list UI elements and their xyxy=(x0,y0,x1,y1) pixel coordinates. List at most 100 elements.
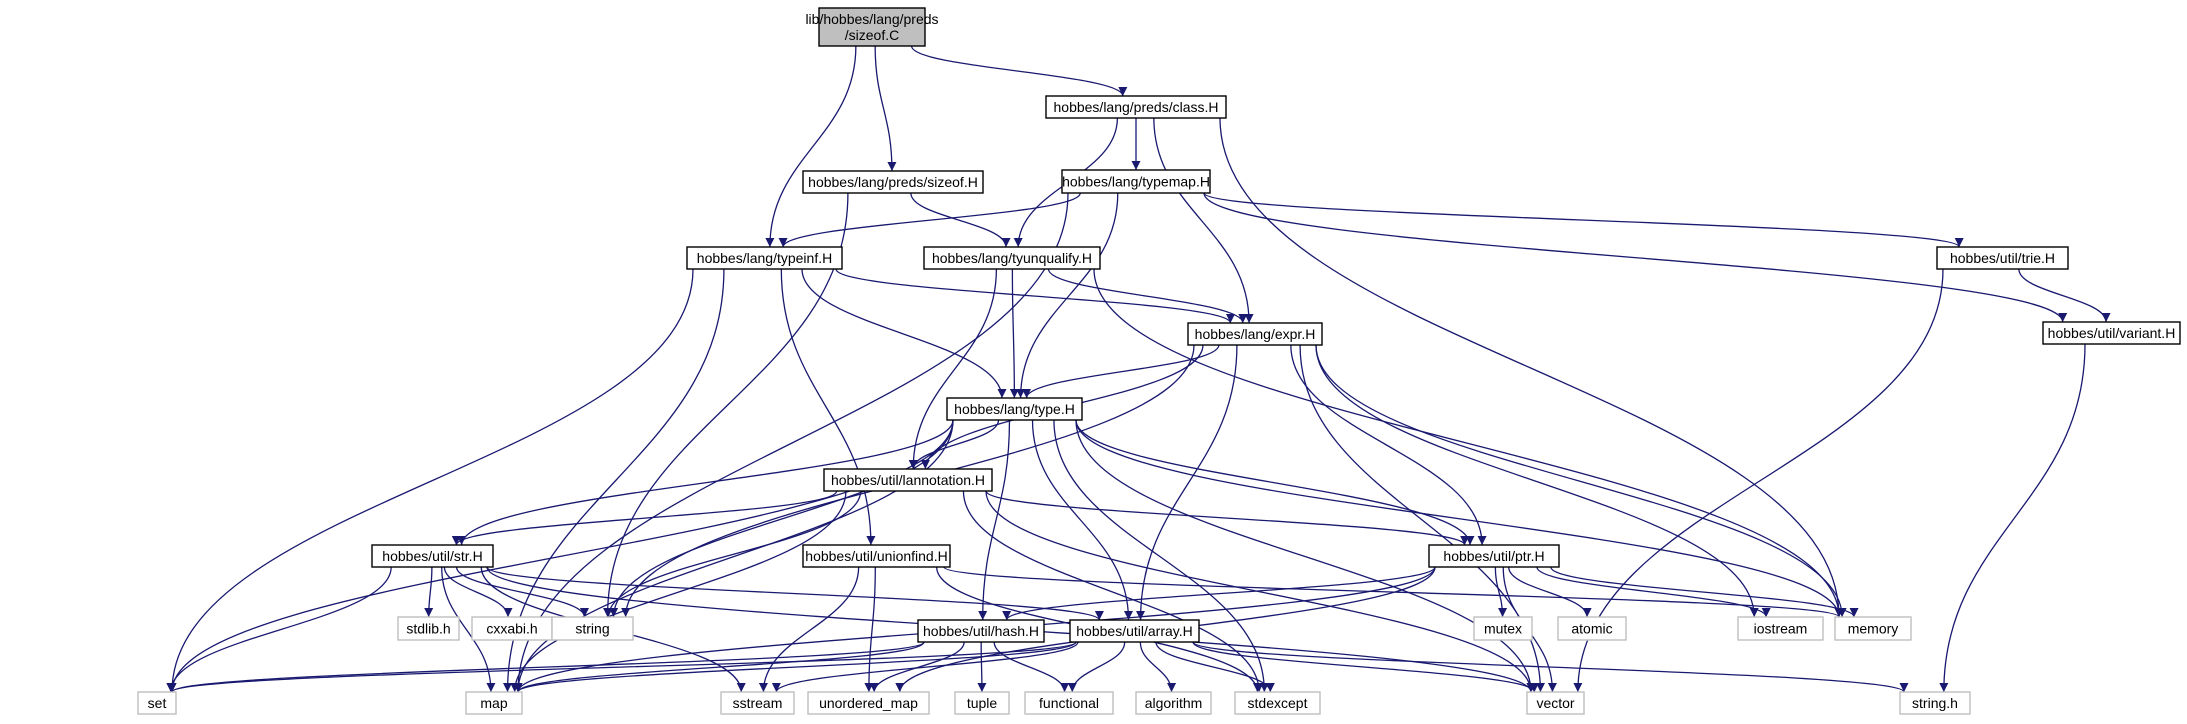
node-box xyxy=(954,691,1010,715)
edge-uf-to-sstream xyxy=(758,566,860,693)
edge-typeinf-to-type xyxy=(801,268,1007,399)
node-hobbes-util-hash-h[interactable]: hobbes/util/hash.H xyxy=(917,619,1045,643)
edge-class-to-expr xyxy=(1153,117,1254,324)
edge-ptr-to-iostream xyxy=(1536,566,1771,618)
node-label: hobbes/util/unionfind.H xyxy=(805,548,947,564)
edge-str-to-array xyxy=(486,566,1104,621)
edge-variant-to-stringh xyxy=(1939,343,2086,693)
edge-ptr-to-memory xyxy=(1550,566,1859,618)
edge-hash-to-set xyxy=(167,641,925,693)
node-box xyxy=(371,544,494,568)
node-hobbes-lang-preds-sizeof-h[interactable]: hobbes/lang/preds/sizeof.H xyxy=(802,170,984,194)
node-hobbes-lang-typemap-h[interactable]: hobbes/lang/typemap.H xyxy=(1061,169,1211,194)
edge-str-to-set xyxy=(166,566,392,693)
node-label: hobbes/util/str.H xyxy=(382,548,482,564)
node-label: set xyxy=(148,695,167,711)
edge-str-to-stdlib xyxy=(424,566,434,618)
node-hobbes-lang-preds-class-h[interactable]: hobbes/lang/preds/class.H xyxy=(1045,95,1227,119)
edge-type-to-array xyxy=(1031,419,1134,621)
node-hobbes-lang-typeinf-h[interactable]: hobbes/lang/typeinf.H xyxy=(686,246,843,270)
node-algorithm: algorithm xyxy=(1135,691,1212,715)
edge-type-to-hash xyxy=(978,419,1011,621)
node-box xyxy=(1526,691,1585,715)
node-label: vector xyxy=(1536,695,1574,711)
edge-typeinf-to-set xyxy=(167,268,694,693)
edge-expr-to-array xyxy=(1135,344,1238,621)
edge-typemap-to-trie xyxy=(1203,192,1964,248)
node-label: hobbes/lang/preds/sizeof.H xyxy=(808,174,978,190)
node-box xyxy=(1936,246,2069,270)
edge-expr-to-iostream xyxy=(1315,344,1759,618)
node-hobbes-util-lannotation-h[interactable]: hobbes/util/lannotation.H xyxy=(823,468,993,492)
node-hobbes-lang-type-h[interactable]: hobbes/lang/type.H xyxy=(946,397,1083,421)
edge-type-to-lann xyxy=(908,419,1000,470)
node-iostream: iostream xyxy=(1737,616,1824,641)
node-label: unordered_map xyxy=(819,695,918,711)
node-box xyxy=(686,246,843,270)
node-label: mutex xyxy=(1484,621,1522,637)
node-box xyxy=(923,246,1101,270)
edge-expr-to-memory xyxy=(1315,344,1847,618)
edge-tyunq-to-type xyxy=(1009,268,1019,399)
node-box xyxy=(2042,321,2181,345)
node-label: sstream xyxy=(733,695,783,711)
node-label: string xyxy=(575,621,609,637)
node-label: iostream xyxy=(1754,621,1808,637)
node-hobbes-util-str-h[interactable]: hobbes/util/str.H xyxy=(371,544,494,568)
node-label: hobbes/util/variant.H xyxy=(2048,325,2176,341)
node-box xyxy=(1557,616,1627,641)
node-stdexcept: stdexcept xyxy=(1234,691,1321,715)
edge-hash-to-map xyxy=(513,641,925,693)
node-hobbes-util-variant-h[interactable]: hobbes/util/variant.H xyxy=(2042,321,2181,345)
node-label: hobbes/lang/typemap.H xyxy=(1062,174,1210,190)
node-hobbes-util-trie-h[interactable]: hobbes/util/trie.H xyxy=(1936,246,2069,270)
edge-class-to-memory xyxy=(1219,117,1844,618)
node-label: string.h xyxy=(1912,695,1958,711)
node-box xyxy=(551,616,634,641)
node-label: hobbes/util/hash.H xyxy=(923,623,1039,639)
node-box xyxy=(1428,544,1560,568)
edge-tyunq-to-memory xyxy=(1093,268,1844,618)
node-label: hobbes/lang/typeinf.H xyxy=(697,250,832,266)
edge-expr-to-type xyxy=(1022,344,1220,399)
node-label: hobbes/util/lannotation.H xyxy=(831,472,985,488)
node-vector: vector xyxy=(1526,691,1585,715)
edge-lann-to-string xyxy=(603,490,862,618)
edge-trie-to-variant xyxy=(2018,268,2111,323)
node-label: hobbes/lang/tyunqualify.H xyxy=(932,250,1092,266)
edge-type-to-vector xyxy=(1075,419,1536,693)
edge-array-to-stringh xyxy=(1192,641,1909,693)
edge-type-to-map xyxy=(513,419,954,693)
edge-tyunq-to-expr xyxy=(1047,268,1248,324)
node-hobbes-lang-expr-h[interactable]: hobbes/lang/expr.H xyxy=(1187,322,1323,346)
node-hobbes-util-ptr-h[interactable]: hobbes/util/ptr.H xyxy=(1428,544,1560,568)
edge-root-to-class xyxy=(910,45,1128,97)
node-label: cxxabi.h xyxy=(486,621,537,637)
node-box xyxy=(1834,616,1912,641)
edge-root-to-sizeofH xyxy=(874,45,897,172)
node-label: /sizeof.C xyxy=(845,27,899,43)
node-sstream: sstream xyxy=(720,691,795,715)
node-hobbes-lang-tyunqualify-h[interactable]: hobbes/lang/tyunqualify.H xyxy=(923,246,1101,270)
node-lib-hobbes-lang-preds-sizeof-c[interactable]: lib/hobbes/lang/preds/sizeof.C xyxy=(805,7,939,47)
node-functional: functional xyxy=(1024,691,1114,715)
node-box xyxy=(823,468,993,492)
edge-str-to-string xyxy=(455,566,589,618)
node-mutex: mutex xyxy=(1473,616,1533,641)
node-string-h: string.h xyxy=(1899,691,1971,715)
edge-array-to-sstream xyxy=(771,641,1079,693)
node-hobbes-util-array-h[interactable]: hobbes/util/array.H xyxy=(1069,619,1200,643)
edge-lann-to-map xyxy=(510,490,847,693)
edge-uf-to-memory xyxy=(943,566,1844,618)
edge-sizeofH-to-tyunq xyxy=(910,192,1011,248)
node-cxxabi-h: cxxabi.h xyxy=(471,616,553,641)
edge-array-to-map xyxy=(513,641,1077,693)
node-map: map xyxy=(465,691,523,715)
node-box xyxy=(802,544,951,568)
node-hobbes-util-unionfind-h[interactable]: hobbes/util/unionfind.H xyxy=(802,544,951,568)
node-box xyxy=(137,691,177,715)
node-label: map xyxy=(480,695,507,711)
node-box xyxy=(946,397,1083,421)
edge-type-to-string xyxy=(609,419,954,618)
